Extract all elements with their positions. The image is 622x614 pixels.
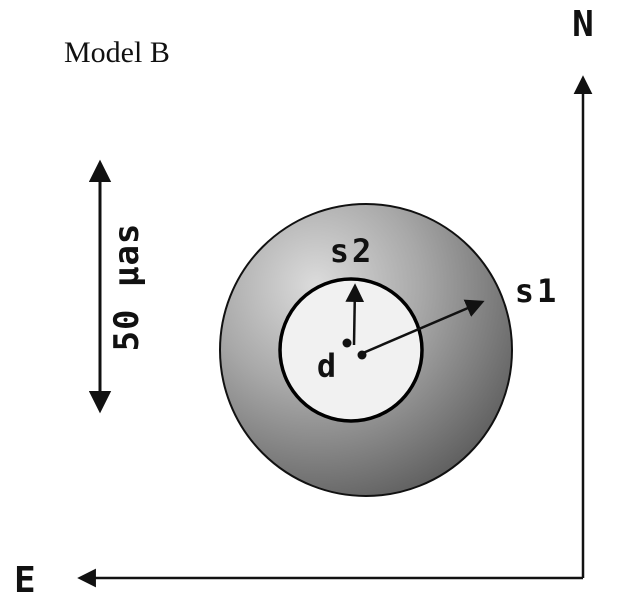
outer-center-dot (357, 350, 367, 360)
inner-core-circle (278, 277, 424, 423)
s2-label: s2 (330, 232, 375, 270)
s2-vector-arrow (345, 283, 365, 346)
east-axis-label: E (14, 560, 36, 601)
inner-center-dot (342, 338, 352, 348)
d-label: d (317, 347, 339, 385)
s1-vector-arrow (362, 299, 485, 355)
north-axis-label: N (572, 4, 594, 45)
scale-bar-label: 50 μas (107, 223, 147, 352)
s1-label: s1 (515, 272, 560, 310)
diagram-title: Model B (64, 36, 170, 69)
